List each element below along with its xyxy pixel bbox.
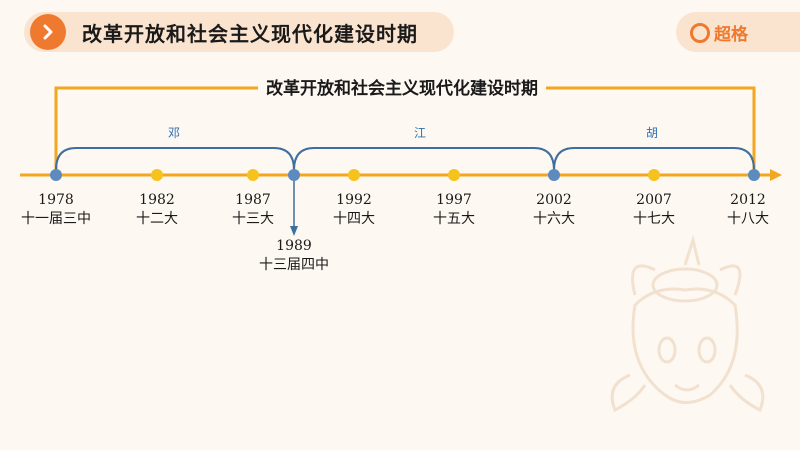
- dot-1987: [247, 169, 259, 181]
- event-name: 十四大: [333, 211, 375, 227]
- event-year: 2002: [536, 192, 572, 208]
- chevron-right-icon: [43, 24, 53, 40]
- brace-hu: [553, 147, 755, 171]
- leader-label: 胡: [645, 126, 659, 140]
- event-name: 十一届三中: [21, 211, 91, 227]
- event-label: 1997 十五大: [433, 192, 475, 228]
- event-label: 1978 十一届三中: [21, 192, 91, 228]
- dot-2012: [748, 169, 760, 181]
- brand-logo: 超格: [690, 20, 748, 45]
- dot-1989: [288, 169, 300, 181]
- header-bar: [24, 12, 454, 52]
- branch-arrow-head: [290, 226, 298, 236]
- event-label: 2012 十八大: [727, 192, 769, 228]
- event-name: 十三大: [232, 211, 274, 227]
- dot-1992: [348, 169, 360, 181]
- event-year: 1978: [38, 192, 74, 208]
- page-title: 改革开放和社会主义现代化建设时期: [82, 22, 418, 46]
- dot-1978: [50, 169, 62, 181]
- leader-label: 邓: [167, 126, 181, 140]
- mascot-watermark: [610, 235, 765, 413]
- next-button[interactable]: [30, 14, 66, 50]
- branch-event-label: 1989 十三届四中: [259, 238, 329, 274]
- span-title: 改革开放和社会主义现代化建设时期: [258, 74, 546, 99]
- event-label: 1982 十二大: [136, 192, 178, 228]
- event-year: 2007: [636, 192, 672, 208]
- event-year: 1989: [276, 238, 312, 254]
- event-year: 1987: [235, 192, 271, 208]
- event-name: 十五大: [433, 211, 475, 227]
- brace-deng: [55, 147, 295, 171]
- brace-jiang: [293, 147, 555, 171]
- dot-2002: [548, 169, 560, 181]
- event-name: 十六大: [533, 211, 575, 227]
- event-label: 2007 十七大: [633, 192, 675, 228]
- dot-1997: [448, 169, 460, 181]
- dot-1982: [151, 169, 163, 181]
- event-name: 十三届四中: [259, 257, 329, 273]
- brand-name: 超格: [714, 25, 748, 45]
- event-year: 2012: [730, 192, 766, 208]
- g-logo-icon: [690, 22, 710, 43]
- dot-2007: [648, 169, 660, 181]
- event-year: 1997: [436, 192, 472, 208]
- event-label: 1987 十三大: [232, 192, 274, 228]
- event-year: 1982: [139, 192, 175, 208]
- event-label: 1992 十四大: [333, 192, 375, 228]
- event-label: 2002 十六大: [533, 192, 575, 228]
- axis-arrow-head: [770, 169, 782, 181]
- event-year: 1992: [336, 192, 372, 208]
- event-name: 十二大: [136, 211, 178, 227]
- event-name: 十七大: [633, 211, 675, 227]
- leader-label: 江: [413, 126, 427, 140]
- event-name: 十八大: [727, 211, 769, 227]
